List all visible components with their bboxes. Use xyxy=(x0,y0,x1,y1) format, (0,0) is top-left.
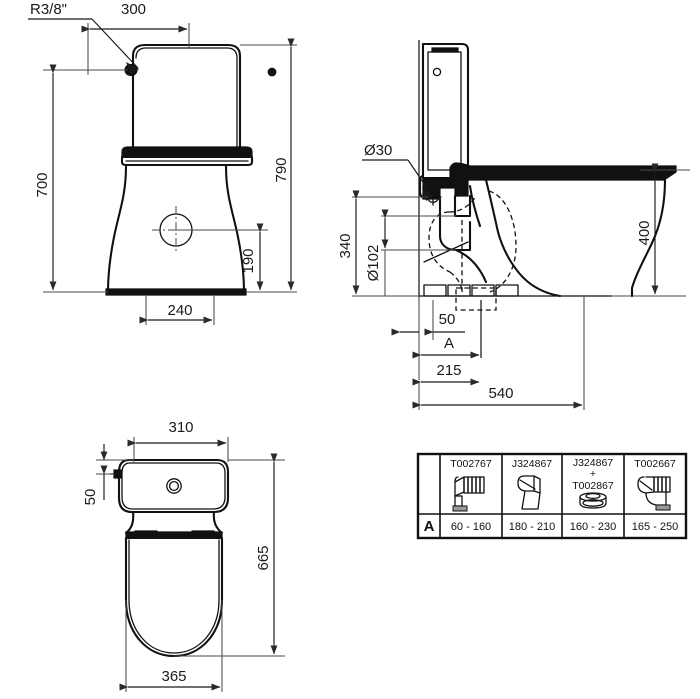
dim-50-plan xyxy=(96,444,134,500)
dim-r38-leader xyxy=(28,18,139,75)
table-code-2: J324867 xyxy=(512,458,552,470)
plan-view: 310 50 665 365 xyxy=(82,419,285,692)
front-elevation-view: R3/8" 300 790 700 190 xyxy=(28,1,297,325)
dim-d102 xyxy=(381,209,456,296)
offset-bend-connector-icon xyxy=(517,475,541,510)
dim-label-190: 190 xyxy=(240,248,257,273)
dim-label-50-side: 50 xyxy=(439,311,456,328)
plan-neck xyxy=(124,510,224,535)
table-range-4: 165 - 250 xyxy=(632,521,678,533)
dim-label-d30: Ø30 xyxy=(364,142,392,159)
dim-d30-leader xyxy=(362,159,433,201)
dim-240 xyxy=(139,295,215,325)
table-code-4: T002667 xyxy=(634,458,676,470)
dim-310 xyxy=(127,437,229,462)
dim-label-r38: R3/8" xyxy=(30,1,67,18)
side-trap-way xyxy=(423,194,488,284)
dim-label-d102: Ø102 xyxy=(365,245,382,282)
dim-190 xyxy=(176,223,268,291)
table-row-label-A: A xyxy=(424,518,435,535)
table-column-3: J324867 + T002867 160 - 230 xyxy=(570,457,616,533)
seal-ring-connector-icon xyxy=(579,492,607,509)
dim-label-50-plan: 50 xyxy=(82,489,99,506)
dim-label-310: 310 xyxy=(168,419,193,436)
connector-table: A T002767 60 - 160 J324867 xyxy=(416,452,688,540)
dim-790 xyxy=(240,38,297,293)
front-foot xyxy=(105,288,247,296)
table-code-3-line3: T002867 xyxy=(572,480,614,492)
front-reference-dot xyxy=(267,67,277,77)
table-column-1: T002767 60 - 160 xyxy=(450,458,492,533)
dim-540 xyxy=(412,296,585,410)
table-column-2: J324867 180 - 210 xyxy=(509,458,555,533)
table-code-3-line2: + xyxy=(590,468,596,480)
dim-400 xyxy=(640,163,690,295)
table-range-3: 160 - 230 xyxy=(570,521,616,533)
dim-665 xyxy=(174,453,285,657)
table-outer-border xyxy=(416,452,688,540)
front-seat-slab xyxy=(120,146,254,167)
plan-seat-outline xyxy=(124,536,224,658)
dim-label-365: 365 xyxy=(161,668,186,685)
side-foot-blocks xyxy=(423,284,519,297)
table-code-1: T002767 xyxy=(450,458,492,470)
plan-flush-button xyxy=(166,478,182,494)
dim-50-side xyxy=(391,296,465,340)
side-seat-lid xyxy=(449,162,677,181)
table-range-1: 60 - 160 xyxy=(451,521,491,533)
dim-340 xyxy=(352,190,428,297)
table-code-3-line1: J324867 xyxy=(573,457,613,469)
dim-label-240: 240 xyxy=(167,302,192,319)
dim-label-540: 540 xyxy=(488,385,513,402)
side-hidden-trap xyxy=(428,190,517,311)
dim-label-790: 790 xyxy=(273,157,290,182)
side-elevation-view: Ø30 340 Ø102 400 50 xyxy=(337,40,690,410)
dim-300 xyxy=(81,23,190,75)
dim-label-700: 700 xyxy=(34,172,51,197)
dim-700 xyxy=(43,64,128,293)
dim-label-665: 665 xyxy=(255,545,272,570)
straight-bellows-connector-icon xyxy=(452,476,485,512)
angled-bellows-connector-icon xyxy=(637,476,671,511)
side-cistern xyxy=(421,42,470,180)
dim-label-A: A xyxy=(444,335,454,352)
dim-label-215: 215 xyxy=(436,362,461,379)
dim-A xyxy=(412,300,482,380)
dim-label-400: 400 xyxy=(636,220,653,245)
plan-cistern xyxy=(117,458,230,514)
plan-hinge-bar xyxy=(125,530,223,538)
front-cistern xyxy=(131,43,242,154)
dim-label-340: 340 xyxy=(337,233,354,258)
dim-365 xyxy=(119,600,223,692)
dim-label-300: 300 xyxy=(121,1,146,18)
table-column-4: T002667 165 - 250 xyxy=(632,458,678,533)
table-range-2: 180 - 210 xyxy=(509,521,555,533)
